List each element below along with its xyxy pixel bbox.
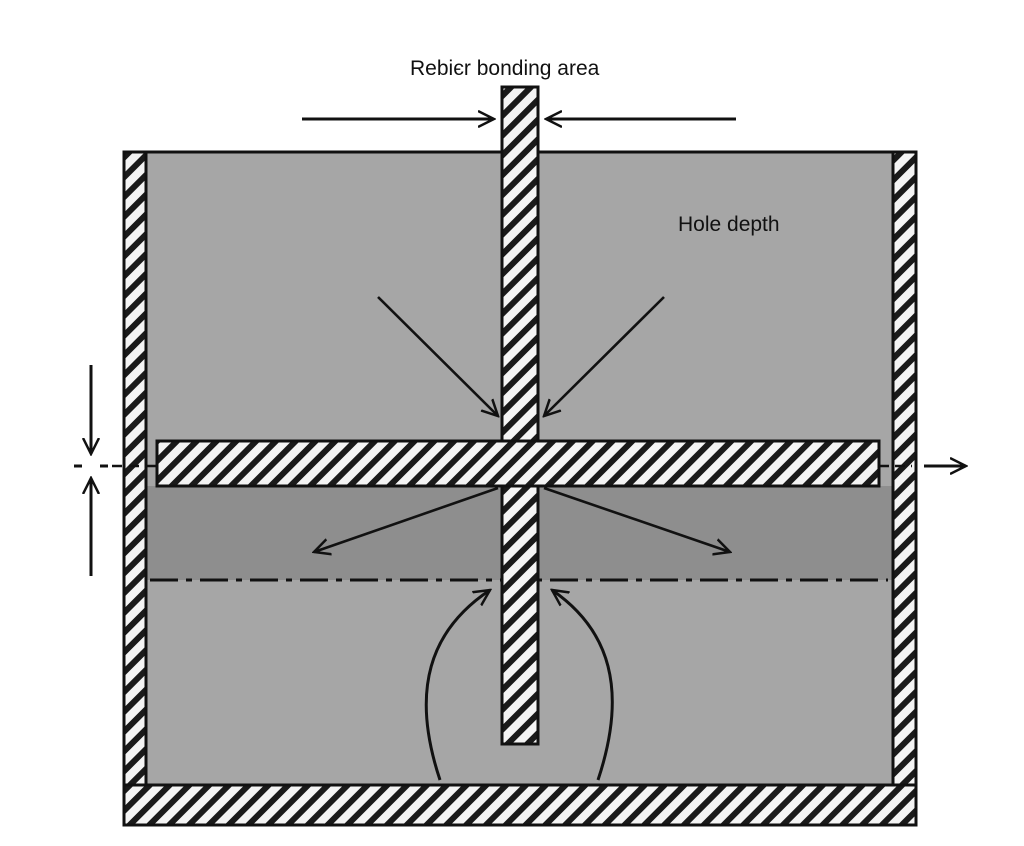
horizontal-rebar: [155, 439, 881, 488]
curved-arrow-right: [552, 590, 614, 781]
left-wall: [122, 150, 148, 787]
curved-arrow-left: [424, 590, 490, 781]
spread-arrow-left: [314, 486, 499, 552]
vertical-rebar: [500, 85, 540, 746]
right-wall: [891, 150, 918, 787]
spread-arrow-right: [543, 486, 730, 552]
label-rebar-bonding-area: Rebiєr bonding area: [410, 57, 600, 80]
label-hole-depth: Hole depth: [678, 213, 780, 236]
base-slab: [122, 783, 918, 827]
diag-arrow-left: [377, 296, 498, 416]
diag-arrow-right: [544, 296, 665, 416]
